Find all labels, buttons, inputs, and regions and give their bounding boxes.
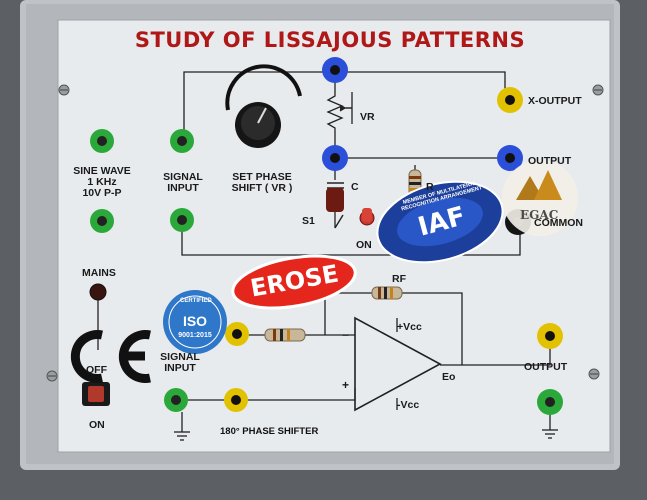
socket-green-signal-1[interactable]: [170, 129, 194, 153]
plus-sign: +: [342, 378, 350, 392]
phase-shift-knob[interactable]: [225, 64, 302, 148]
x-output-label: X-OUTPUT: [528, 95, 582, 107]
vcc-neg-label: -Vcc: [397, 399, 420, 411]
s1-label: S1: [302, 215, 315, 227]
socket-yellow-output[interactable]: [537, 323, 563, 349]
panel-title: STUDY OF LISSAJOUS PATTERNS: [134, 28, 526, 52]
vcc-pos-label: +Vcc: [397, 321, 422, 333]
socket-yellow-lower[interactable]: [224, 388, 248, 412]
c-label: C: [351, 181, 359, 193]
screw-icons: [46, 84, 604, 382]
y-output-label: OUTPUT: [528, 155, 572, 167]
socket-blue-middle[interactable]: [322, 145, 348, 171]
vr-label: VR: [360, 111, 375, 123]
vr-potentiometer-symbol: [326, 90, 353, 130]
socket-green-sine-2[interactable]: [90, 209, 114, 233]
socket-green-signal-2[interactable]: [170, 208, 194, 232]
mains-label: MAINS: [82, 267, 116, 279]
r-label: R: [426, 181, 434, 193]
iso-text: ISO: [182, 313, 208, 329]
resistor-r1-component: [264, 328, 306, 342]
socket-yellow-signal-input[interactable]: [225, 322, 249, 346]
socket-green-sine-1[interactable]: [90, 129, 114, 153]
socket-blue-top[interactable]: [322, 57, 348, 83]
phase-shifter-footer: 180° PHASE SHIFTER: [220, 426, 319, 437]
socket-blue-right[interactable]: [497, 145, 523, 171]
ground-icons: [174, 429, 558, 441]
panel-face: [57, 19, 611, 453]
egac-logo: [502, 160, 578, 236]
iaf-sticker: [376, 180, 504, 264]
egac-text: EGAC: [520, 208, 559, 222]
power-switch[interactable]: [82, 382, 110, 406]
iso-sticker: [163, 290, 227, 354]
socket-yellow-x-output[interactable]: [497, 87, 523, 113]
on-label: ON: [89, 419, 105, 431]
on-switch-label: ON: [356, 239, 372, 251]
iso-ring-text: CERTIFIED: [180, 298, 212, 304]
common-label: COMMON: [534, 217, 583, 229]
socket-green-output-ground[interactable]: [537, 389, 563, 415]
off-label: OFF: [86, 364, 107, 376]
switch-s1-symbol: [334, 214, 344, 229]
iso-sub-text: 9001:2015: [178, 332, 212, 339]
mains-lamp: [89, 283, 107, 301]
capacitor-component: [326, 188, 344, 212]
output-label: OUTPUT: [524, 361, 568, 373]
op-amp-triangle: [354, 316, 442, 412]
minus-sign: −: [342, 328, 350, 342]
ce-mark-icon: [70, 330, 151, 383]
socket-green-ground-left[interactable]: [164, 388, 188, 412]
resistor-rf-component: [371, 286, 403, 300]
erose-sticker: [231, 254, 357, 310]
rf-label: RF: [392, 273, 406, 285]
eo-label: Eo: [442, 371, 456, 383]
